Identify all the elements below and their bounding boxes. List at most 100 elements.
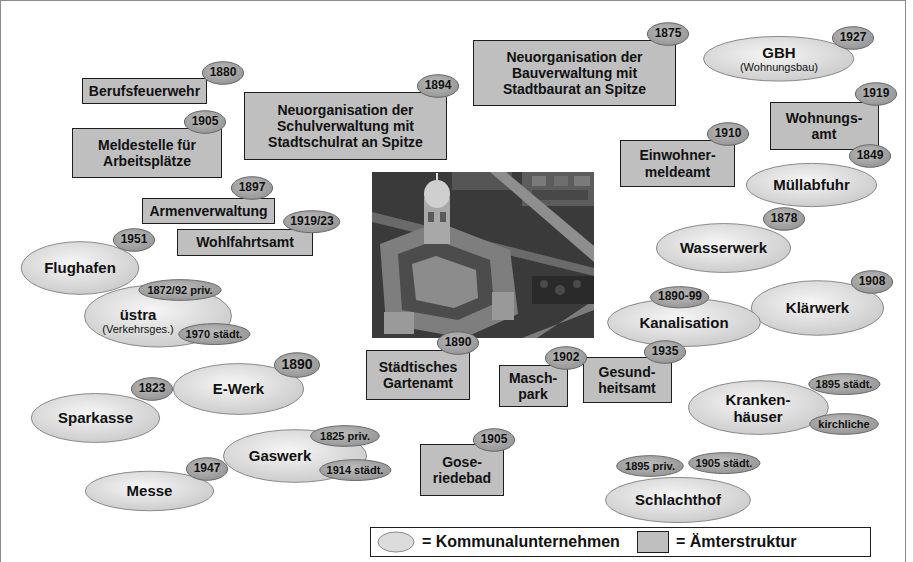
node-label: Berufsfeuerwehr <box>89 83 200 99</box>
ellipse-outline <box>131 378 172 401</box>
node-label: Flughafen <box>44 259 116 276</box>
ellipse-outline <box>644 341 685 364</box>
node-content: 1910 <box>715 127 742 140</box>
node-label: Wohnungs- amt <box>777 110 872 142</box>
ellipse-outline <box>184 111 225 134</box>
node-label: üstra <box>102 306 174 323</box>
node-content: 1919/23 <box>290 215 333 228</box>
office-box: Berufsfeuerwehr <box>82 78 207 104</box>
ellipse-outline <box>113 229 154 252</box>
year-label: 1895 städt. <box>816 378 873 390</box>
ellipse-outline <box>647 23 688 46</box>
ellipse-outline <box>746 163 876 206</box>
node-content: Wohlfahrtsamt <box>196 234 294 250</box>
office-box: Einwohner- meldeamt <box>620 140 735 187</box>
legend-label: = Ämterstruktur <box>676 533 796 551</box>
node-label: Kanalisation <box>639 314 728 331</box>
node-content: 1875 <box>655 27 682 40</box>
year-label: 1880 <box>210 66 237 79</box>
enterprise-ellipse: Wasserwerk <box>655 222 792 274</box>
ellipse-outline <box>851 271 892 294</box>
year-label: 1825 priv. <box>320 430 370 442</box>
year-badge: 1875 <box>647 22 689 46</box>
year-badge: 1895 städt. <box>808 373 881 395</box>
year-badge: 1880 <box>202 61 244 85</box>
node-content: Müllabfuhr <box>773 176 850 193</box>
node-label: Neuorganisation der Schulverwaltung mit … <box>253 102 438 150</box>
node-content: 1895 städt. <box>816 378 873 390</box>
node-content: Städtisches Gartenamt <box>373 359 463 391</box>
node-label: Klärwerk <box>786 299 849 316</box>
node-content: 1951 <box>121 233 148 246</box>
node-label: Gaswerk <box>249 447 312 464</box>
ellipse-outline <box>311 426 380 447</box>
node-content: 1914 städt. <box>327 464 384 476</box>
year-badge: 1823 <box>131 377 173 401</box>
enterprise-ellipse: GBH(Wohnungsbau) <box>702 35 855 83</box>
node-label: Masch- park <box>506 370 561 402</box>
year-label: 1935 <box>652 345 679 358</box>
year-badge: 1872/92 priv. <box>138 279 222 301</box>
year-label: 1890 <box>281 357 312 372</box>
node-content: Schlachthof <box>635 491 721 508</box>
office-box: Wohlfahrtsamt <box>177 229 313 256</box>
ellipse-outline <box>704 37 854 82</box>
node-content: 1849 <box>857 149 884 162</box>
ellipse-outline <box>139 280 221 301</box>
year-badge: 1890 <box>437 331 479 355</box>
year-badge: 1914 städt. <box>319 459 392 481</box>
node-content: üstra(Verkehrsges.) <box>102 306 174 336</box>
year-label: kirchliche <box>818 418 869 430</box>
node-label: Müllabfuhr <box>773 176 850 193</box>
legend-label: = Kommunalunternehmen <box>422 533 620 551</box>
ellipse-outline <box>274 353 319 377</box>
node-label: Neuorganisation der Bauverwaltung mit St… <box>482 49 667 97</box>
year-badge: 1897 <box>231 176 273 200</box>
ellipse-outline <box>688 381 828 435</box>
office-box: Meldestelle für Arbeitsplätze <box>72 128 222 178</box>
year-label: 1905 <box>192 115 219 128</box>
year-badge: 1894 <box>417 74 459 98</box>
node-content: 1825 priv. <box>320 430 370 442</box>
node-content: 1935 <box>652 345 679 358</box>
node-content: 1890 <box>445 336 472 349</box>
node-content: Sparkasse <box>58 409 133 426</box>
office-box: Gesund- heitsamt <box>583 357 672 403</box>
node-content: 1947 <box>194 462 221 475</box>
year-badge: 1935 <box>644 340 686 364</box>
node-content: Flughafen <box>44 259 116 276</box>
ellipse-outline <box>545 347 586 370</box>
node-label: Wohlfahrtsamt <box>196 234 294 250</box>
year-badge: kirchliche <box>809 413 879 435</box>
year-badge: 1890 <box>274 352 320 378</box>
ellipse-outline <box>186 458 227 481</box>
year-label: 1823 <box>139 382 166 395</box>
year-badge: 1951 <box>113 228 155 252</box>
node-label: Gose- riedebad <box>427 454 497 486</box>
year-label: 1910 <box>715 127 742 140</box>
node-content: kirchliche <box>818 418 869 430</box>
ellipse-outline <box>284 211 340 233</box>
ellipse-outline <box>202 62 243 85</box>
node-content: 1905 <box>192 115 219 128</box>
enterprise-ellipse: Sparkasse <box>30 392 161 444</box>
year-label: 1849 <box>857 149 884 162</box>
node-label: Wasserwerk <box>680 239 767 256</box>
ellipse-outline <box>231 177 272 200</box>
year-badge: 1927 <box>832 26 874 50</box>
year-label: 1894 <box>425 79 452 92</box>
node-content: 1897 <box>239 181 266 194</box>
node-content: E-Werk <box>213 380 264 397</box>
year-badge: 1878 <box>763 207 805 231</box>
node-content: 1927 <box>840 31 867 44</box>
node-content: 1890-99 <box>658 290 702 303</box>
node-content: 1908 <box>859 275 886 288</box>
node-content: Gaswerk <box>249 447 312 464</box>
node-content: 1880 <box>210 66 237 79</box>
node-label: Schlachthof <box>635 491 721 508</box>
office-box: Masch- park <box>499 365 568 407</box>
year-label: 1878 <box>771 212 798 225</box>
node-content: 1878 <box>771 212 798 225</box>
year-badge: 1919/23 <box>283 210 340 233</box>
node-content: Berufsfeuerwehr <box>89 83 200 99</box>
